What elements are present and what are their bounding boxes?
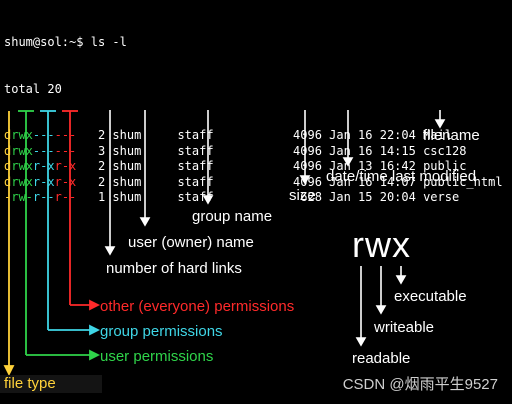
date-label: date/time last modified	[326, 168, 477, 185]
prompt: shum@sol:~$	[4, 35, 84, 49]
rwx-big: rwx	[352, 224, 411, 265]
row-details: 2 shum staff 4096 Jan 13 16:42 public	[76, 159, 467, 173]
row-details: 2 shum staff 4096 Jan 16 22:04 Mail	[76, 128, 452, 142]
group-perm: ---	[32, 128, 55, 142]
file-type-char: d	[4, 174, 12, 189]
size-label: size	[289, 187, 316, 204]
owner-perm: rwx	[11, 128, 33, 142]
user-perm-bracket	[18, 110, 101, 361]
group-perm-bracket	[40, 110, 101, 336]
user-name-label: user (owner) name	[128, 234, 254, 251]
listing-row: drwxr-xr-x 2 shum staff 4096 Jan 16 14:0…	[4, 175, 503, 191]
file-type-arrow	[3, 111, 15, 377]
file-type-char: d	[4, 128, 12, 142]
hard-links-label: number of hard links	[106, 260, 242, 277]
owner-perm: rwx	[11, 143, 33, 158]
file-type-char: -	[4, 190, 12, 204]
group-perm: r-x	[32, 159, 55, 173]
group-perm-label: group permissions	[100, 323, 223, 340]
listing-row: -rw-r--r-- 1 shum staff 628 Jan 15 20:04…	[4, 190, 503, 206]
total-line: total 20	[4, 81, 62, 96]
user-perm-label: user permissions	[100, 348, 214, 365]
executable-label: executable	[394, 288, 467, 305]
listing-row: drwxr-xr-x 2 shum staff 4096 Jan 13 16:4…	[4, 159, 503, 175]
command: ls -l	[90, 35, 127, 49]
listing: drwx------ 2 shum staff 4096 Jan 16 22:0…	[4, 128, 503, 206]
row-details: 2 shum staff 4096 Jan 16 14:07 public_ht…	[76, 174, 503, 189]
readable-label: readable	[352, 350, 411, 367]
row-details: 3 shum staff 4096 Jan 16 14:15 csc128	[76, 143, 467, 158]
file-type-char: d	[4, 143, 12, 158]
row-details: 1 shum staff 628 Jan 15 20:04 verse	[76, 190, 460, 204]
other-perm-bracket	[62, 110, 101, 311]
owner-perm: rw-	[11, 190, 33, 204]
owner-perm: rwx	[11, 174, 33, 189]
group-name-label: group name	[192, 208, 273, 225]
file-type-char: d	[4, 159, 12, 173]
file-type-label: file type	[4, 375, 56, 392]
group-perm: r--	[32, 190, 55, 204]
terminal-output: shum@sol:~$ ls -l total 20 drwx------ 2 …	[4, 4, 503, 221]
writeable-label: writeable	[374, 319, 435, 336]
group-perm: ---	[32, 143, 55, 158]
watermark: CSDN @烟雨平生9527	[342, 376, 498, 393]
filename-label: filename	[423, 127, 480, 144]
prompt-line: shum@sol:~$ ls -l	[4, 35, 503, 51]
file-type-box	[0, 375, 102, 393]
other-perm-label: other (everyone) permissions	[100, 298, 295, 315]
owner-perm: rwx	[11, 159, 33, 173]
group-perm: r-x	[32, 174, 55, 189]
